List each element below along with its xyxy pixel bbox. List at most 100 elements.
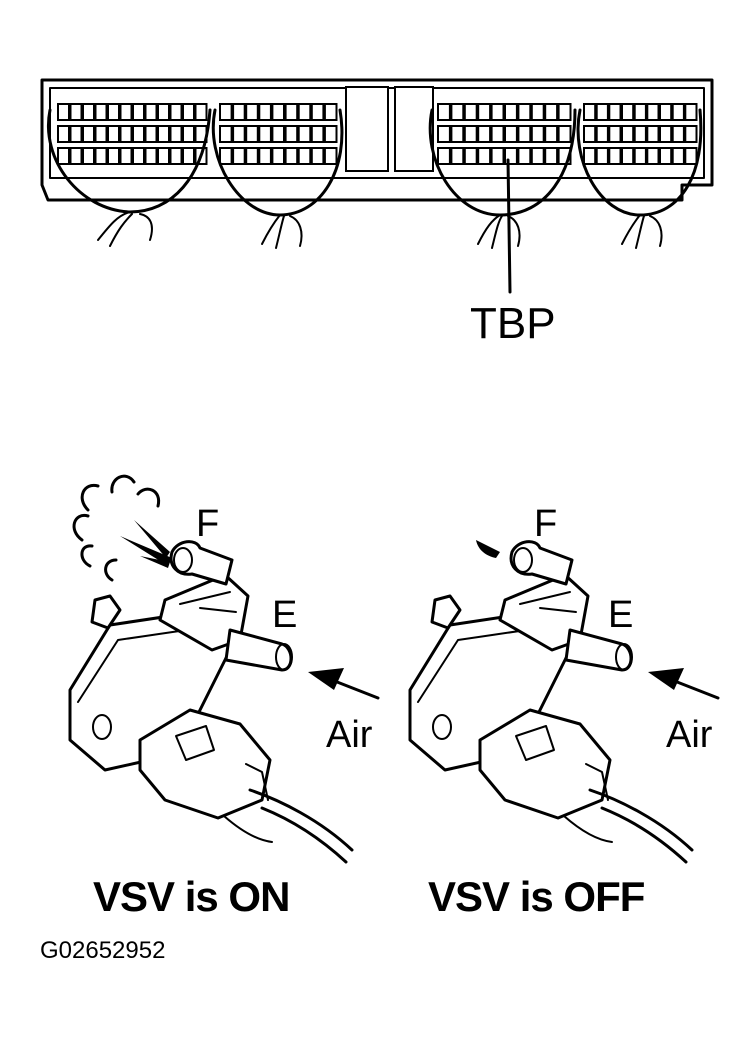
connector-pin: [517, 125, 532, 143]
connector-pin: [245, 147, 259, 165]
connector-pin: [232, 125, 246, 143]
connector-pin: [437, 147, 451, 165]
connector-pin: [82, 103, 95, 121]
connector-pin: [157, 103, 170, 121]
connector-pin: [107, 103, 120, 121]
connector-pin: [219, 125, 233, 143]
connector-pin: [169, 103, 183, 121]
connector-pin: [94, 103, 108, 121]
port-f-nozzle: [509, 540, 574, 586]
connector-pin: [530, 103, 545, 121]
connector-pin: [245, 103, 259, 121]
connector-pin: [245, 125, 259, 143]
connector-pin: [595, 125, 609, 143]
connector-pin: [258, 103, 272, 121]
vsv-valve-body: [68, 540, 380, 864]
vsv-on-illustration: [68, 474, 380, 864]
connector-pin: [684, 147, 698, 165]
connector-pin: [517, 103, 532, 121]
connector-pin: [182, 125, 195, 143]
connector-pin: [232, 103, 246, 121]
vsv-off-illustration: [408, 540, 720, 864]
connector-pin: [621, 103, 635, 121]
connector-pin: [219, 103, 233, 121]
connector-pin: [132, 125, 145, 143]
connector-pin: [57, 103, 70, 121]
air-puff-icon: [72, 474, 172, 582]
connector-pin: [557, 103, 572, 121]
connector-pin: [119, 147, 133, 165]
connector-pin: [310, 125, 325, 143]
connector-pin: [284, 147, 299, 165]
connector-pin: [69, 103, 83, 121]
connector-pin: [119, 103, 133, 121]
connector-pin: [490, 147, 505, 165]
connector-pin: [477, 125, 492, 143]
connector-pin: [437, 103, 451, 121]
connector-pin: [517, 147, 532, 165]
connector-pin: [671, 103, 685, 121]
connector-pin: [490, 125, 505, 143]
connector-pin: [659, 125, 673, 143]
connector-pin: [646, 103, 660, 121]
connector-pin: [671, 147, 685, 165]
connector-pin: [57, 125, 70, 143]
connector-pin: [258, 125, 272, 143]
air-flow-arrow: [670, 678, 720, 700]
connector-pin: [182, 103, 195, 121]
connector-pin: [608, 103, 622, 121]
connector-pin: [82, 147, 95, 165]
connector-pin: [132, 103, 145, 121]
connector-pin: [94, 125, 108, 143]
connector-pin: [157, 147, 170, 165]
connector-pin: [544, 147, 559, 165]
connector-pin: [557, 125, 572, 143]
connector-pin: [169, 125, 183, 143]
connector-pin: [157, 125, 170, 143]
connector-pin: [297, 147, 312, 165]
connector-pin: [107, 125, 120, 143]
connector-pin: [544, 125, 559, 143]
connector-pin: [595, 147, 609, 165]
connector-pin: [144, 147, 158, 165]
air-label-on: Air: [326, 714, 373, 756]
connector-pin: [477, 103, 492, 121]
connector-pin: [463, 103, 478, 121]
connector-pin: [450, 125, 465, 143]
connector-pin: [530, 147, 545, 165]
port-e-nozzle: [224, 628, 293, 672]
port-f-label-on: F: [196, 503, 220, 545]
connector-pin: [271, 147, 285, 165]
connector-pin: [583, 147, 597, 165]
connector-pin: [504, 125, 518, 143]
port-f-nozzle: [169, 540, 234, 586]
ecu-connector-illustration: [40, 78, 714, 294]
connector-pin: [132, 147, 145, 165]
connector-pin: [595, 103, 609, 121]
connector-pin: [57, 147, 70, 165]
connector-pin: [310, 147, 325, 165]
connector-pin: [608, 125, 622, 143]
connector-pin: [504, 103, 518, 121]
port-e-label-off: E: [608, 594, 634, 636]
connector-pin: [633, 103, 647, 121]
connector-pin: [684, 103, 698, 121]
connector-pin: [310, 103, 325, 121]
connector-pin: [232, 147, 246, 165]
connector-pin: [182, 147, 195, 165]
connector-pin: [271, 125, 285, 143]
air-label-off: Air: [666, 714, 713, 756]
caption-vsv-off: VSV is OFF: [428, 873, 645, 920]
connector-pin: [583, 125, 597, 143]
vsv-valve-body: [408, 540, 720, 864]
connector-pin: [284, 103, 299, 121]
connector-pin: [437, 125, 451, 143]
connector-pin: [646, 125, 660, 143]
connector-pin: [258, 147, 272, 165]
connector-pin: [144, 125, 158, 143]
connector-pin: [323, 125, 338, 143]
connector-pin: [144, 103, 158, 121]
connector-pin: [490, 103, 505, 121]
